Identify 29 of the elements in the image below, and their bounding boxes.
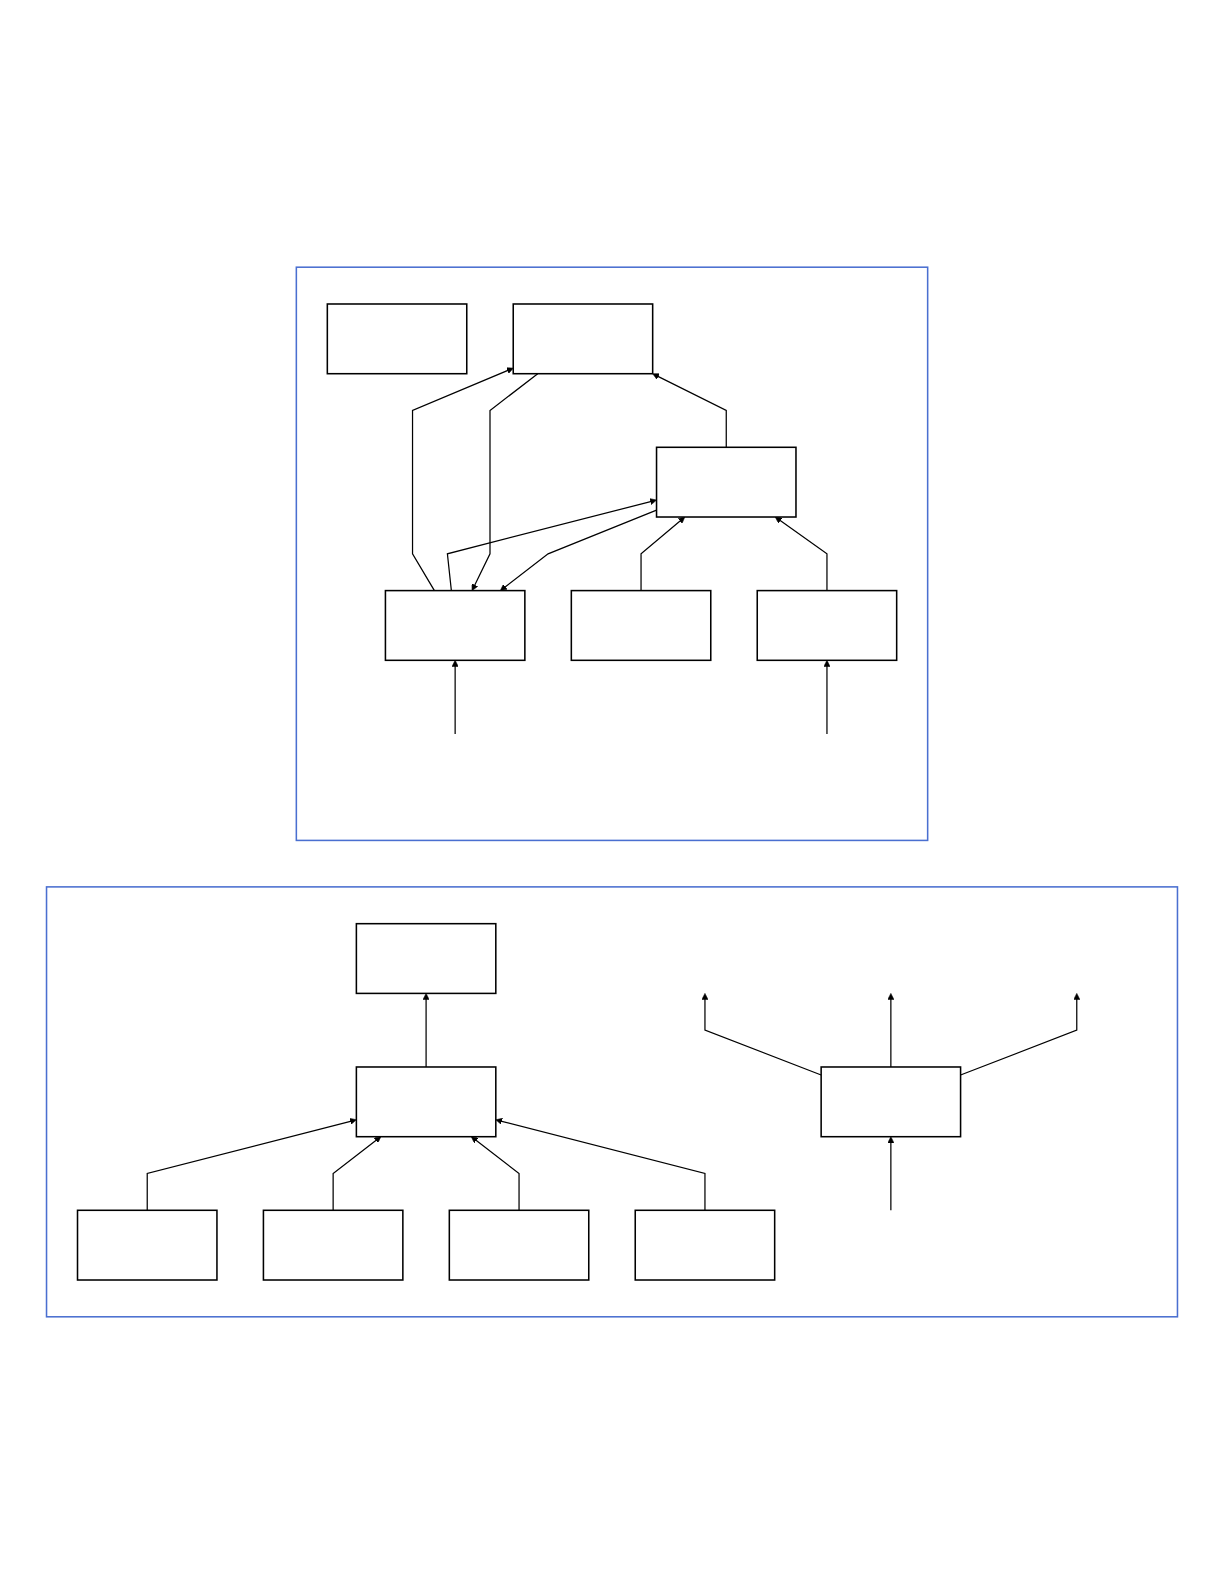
block-box xyxy=(448,1209,590,1281)
block-box xyxy=(570,589,712,662)
block-box xyxy=(326,303,468,375)
block-box xyxy=(756,589,898,662)
arrow xyxy=(471,373,539,591)
arrow xyxy=(422,993,430,1068)
arrow xyxy=(446,498,657,592)
arrow xyxy=(495,1118,706,1211)
arrow xyxy=(887,1136,895,1211)
block-box xyxy=(76,1209,218,1281)
arrow xyxy=(887,993,895,1068)
block-box xyxy=(820,1066,962,1138)
arrow xyxy=(640,516,686,592)
block-box xyxy=(512,303,654,375)
arrow xyxy=(701,993,822,1076)
arrow xyxy=(823,660,831,735)
arrow xyxy=(774,516,828,592)
block-box xyxy=(655,446,797,518)
block-box xyxy=(355,922,497,995)
block-box xyxy=(384,589,526,662)
arrow xyxy=(146,1118,357,1211)
block-box xyxy=(262,1209,404,1281)
block-box xyxy=(355,1066,497,1138)
arrow xyxy=(332,1136,382,1211)
block-box xyxy=(634,1209,776,1281)
arrow xyxy=(411,367,514,592)
arrow xyxy=(471,1136,520,1211)
arrow xyxy=(451,660,459,735)
arrow xyxy=(652,373,727,448)
